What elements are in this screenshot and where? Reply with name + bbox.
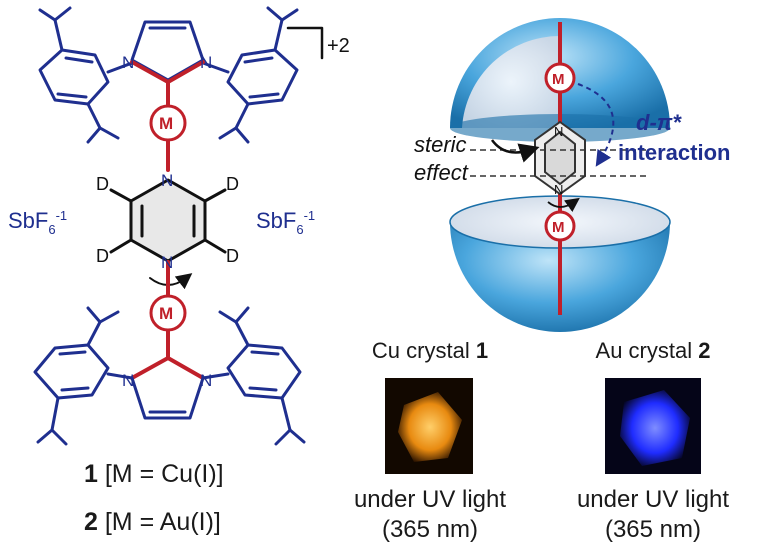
compound-2-formula: [M = Au(I)]	[104, 508, 221, 536]
deuterium-top-right: D	[226, 174, 239, 194]
cu-caption-line1: under UV light	[353, 486, 507, 513]
steric-arrow	[490, 139, 540, 163]
molecular-structure	[33, 6, 324, 446]
compound-1-label: 1 [M = Cu(I)]	[84, 460, 224, 489]
d-pi-arrow	[577, 83, 615, 167]
upper-carbene	[130, 60, 205, 172]
schematic-upper-metal-label: M	[552, 71, 565, 88]
cu-caption-line2: (365 nm)	[381, 516, 479, 543]
charge-bracket	[286, 26, 324, 60]
upper-nhc-ligand	[38, 6, 299, 144]
pyrazine-bottom-n: N	[161, 253, 173, 272]
compound-2-label: 2 [M = Au(I)]	[84, 508, 221, 537]
compound-1-formula: [M = Cu(I)]	[104, 460, 224, 488]
cu-crystal-title: Cu crystal 1	[371, 338, 489, 363]
dpi-label-line2: interaction	[618, 140, 730, 165]
lower-carbene	[130, 260, 205, 380]
lower-nhc-ligand	[33, 306, 306, 446]
steric-schematic	[449, 18, 671, 332]
cu-crystal-photo	[385, 378, 473, 474]
lower-metal-label: M	[159, 304, 173, 323]
compound-1-number: 1	[84, 460, 98, 488]
schematic-top-n: N	[554, 124, 563, 139]
deuterium-bottom-left: D	[96, 246, 109, 266]
upper-left-n: N	[122, 53, 134, 72]
au-crystal-title: Au crystal 2	[595, 338, 711, 363]
lower-metal-center	[149, 294, 187, 332]
schematic-upper-metal	[544, 62, 576, 94]
steric-label-line1: steric	[414, 132, 467, 157]
steric-label-line2: effect	[414, 160, 469, 185]
au-crystal-photo	[605, 378, 701, 474]
upper-metal-label: M	[159, 114, 173, 133]
lower-right-n: N	[200, 371, 212, 390]
upper-right-n: N	[200, 53, 212, 72]
structure-labels: +2 M M N N N N N N D D D D SbF6-1 SbF6-1…	[8, 35, 730, 390]
pyrazine-ring	[109, 178, 227, 263]
upper-hemisphere-cutaway	[462, 35, 560, 129]
schematic-bottom-n: N	[554, 182, 563, 197]
schematic-lower-metal	[544, 210, 576, 242]
counterion-left: SbF6-1	[8, 208, 67, 237]
deuterium-top-left: D	[96, 174, 109, 194]
schematic-lower-metal-label: M	[552, 219, 565, 236]
upper-metal-center	[149, 104, 187, 142]
compound-2-number: 2	[84, 508, 98, 536]
au-caption-line2: (365 nm)	[604, 516, 702, 543]
counterion-right: SbF6-1	[256, 208, 315, 237]
lower-left-n: N	[122, 371, 134, 390]
charge-label: +2	[327, 35, 350, 57]
deuterium-bottom-right: D	[226, 246, 239, 266]
dpi-label-line1: d-π*	[636, 110, 682, 135]
pyrazine-top-n: N	[161, 171, 173, 190]
au-caption-line1: under UV light	[576, 486, 730, 513]
